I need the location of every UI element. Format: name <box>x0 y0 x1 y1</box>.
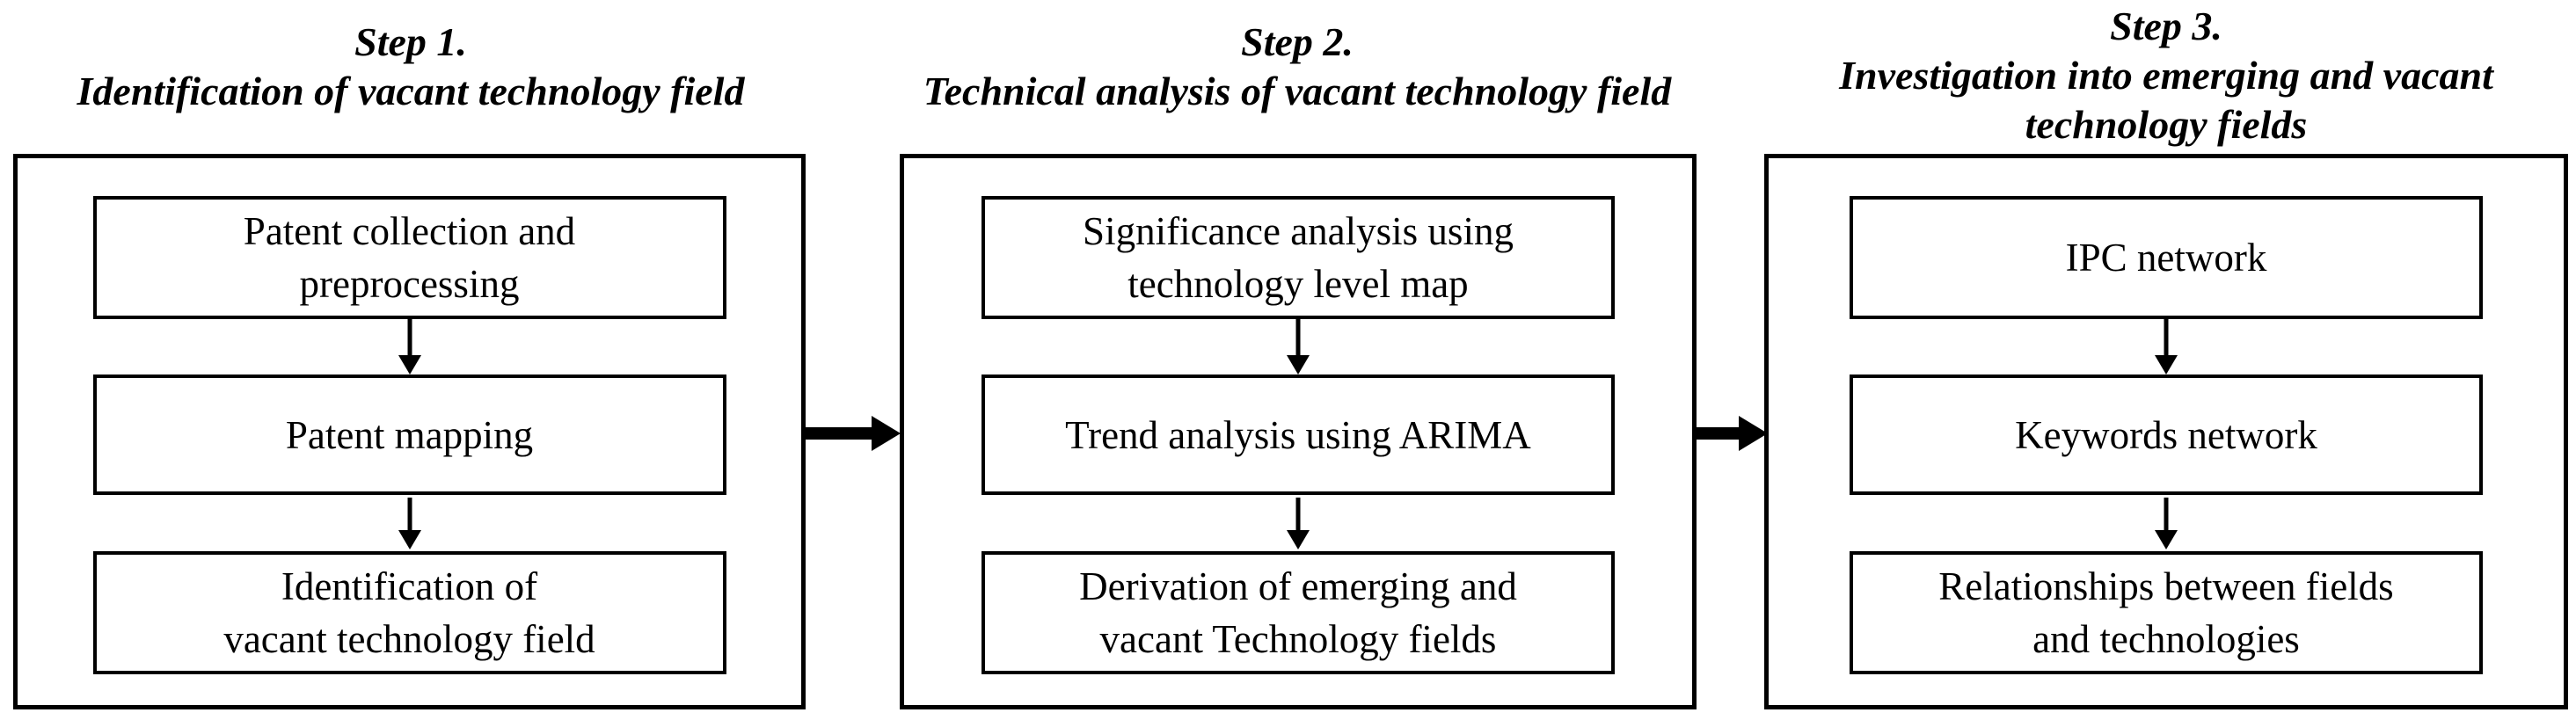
box-text-line: preprocessing <box>299 262 520 306</box>
down-arrow <box>407 319 412 356</box>
significance-analysis-box: Significance analysis using technology l… <box>982 196 1615 319</box>
down-arrow-head <box>398 530 421 549</box>
box-text-line: Derivation of emerging and <box>1079 564 1517 608</box>
down-arrow <box>1295 319 1301 356</box>
step-1-header: Step 1. Identification of vacant technol… <box>12 18 809 116</box>
box-text-line: Keywords network <box>2015 412 2317 457</box>
down-arrow-head <box>1287 530 1310 549</box>
down-arrow-head <box>398 355 421 375</box>
ipc-network-box: IPC network <box>1850 196 2483 319</box>
derivation-box: Derivation of emerging and vacant Techno… <box>982 551 1615 674</box>
box-text-line: Patent collection and <box>243 209 576 253</box>
down-arrow <box>407 498 412 531</box>
step-2-label: Step 2. <box>1241 19 1354 64</box>
down-arrow <box>2164 498 2169 531</box>
box-text-line: Identification of <box>281 564 538 608</box>
step-3-container-box: IPC network Keywords network Relationshi… <box>1764 154 2568 709</box>
box-text-line: Trend analysis using ARIMA <box>1065 412 1531 457</box>
step-1-title: Identification of vacant technology fiel… <box>77 69 745 113</box>
box-text-line: IPC network <box>2065 236 2267 280</box>
box-text-line: vacant Technology fields <box>1099 617 1497 661</box>
down-arrow-head <box>2155 530 2178 549</box>
box-text-line: and technologies <box>2032 617 2300 661</box>
down-arrow <box>2164 319 2169 356</box>
step-3-label: Step 3. <box>2110 4 2222 48</box>
right-arrow-head <box>872 416 901 451</box>
box-text-line: Relationships between fields <box>1938 564 2394 608</box>
step-3-title: Investigation into emerging and vacant <box>1839 53 2493 98</box>
step-1-container-box: Patent collection and preprocessing Pate… <box>13 154 806 709</box>
right-arrow <box>1697 427 1740 440</box>
down-arrow <box>1295 498 1301 531</box>
keywords-network-box: Keywords network <box>1850 375 2483 495</box>
down-arrow-head <box>1287 355 1310 375</box>
relationships-box: Relationships between fields and technol… <box>1850 551 2483 674</box>
step-3-header: Step 3. Investigation into emerging and … <box>1764 2 2568 149</box>
step-2-header: Step 2. Technical analysis of vacant tec… <box>898 18 1697 116</box>
step-1-label: Step 1. <box>354 19 467 64</box>
step-2-title: Technical analysis of vacant technology … <box>923 69 1672 113</box>
box-text-line: Patent mapping <box>285 412 534 457</box>
right-arrow <box>806 427 872 440</box>
box-text-line: Significance analysis using <box>1083 209 1514 253</box>
step-3-title-line-3: technology fields <box>2025 102 2308 147</box>
vacant-field-identification-box: Identification of vacant technology fiel… <box>92 551 726 674</box>
patent-mapping-box: Patent mapping <box>92 375 726 495</box>
box-text-line: vacant technology field <box>223 617 595 661</box>
right-arrow-head <box>1739 416 1768 451</box>
box-text-line: technology level map <box>1127 262 1469 306</box>
trend-analysis-box: Trend analysis using ARIMA <box>982 375 1615 495</box>
step-2-container-box: Significance analysis using technology l… <box>900 154 1697 709</box>
patent-collection-box: Patent collection and preprocessing <box>92 196 726 319</box>
down-arrow-head <box>2155 355 2178 375</box>
